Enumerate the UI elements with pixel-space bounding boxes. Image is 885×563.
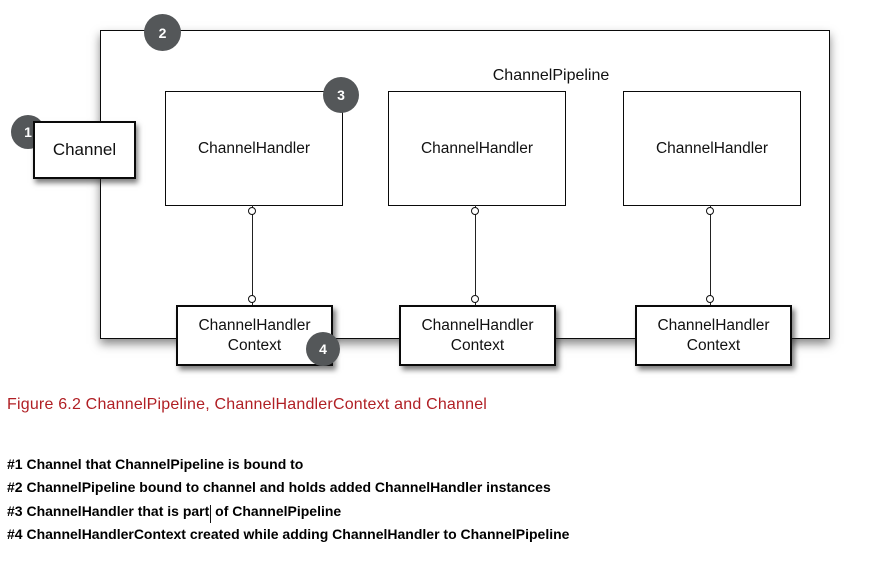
connector-endpoint-circle bbox=[706, 207, 714, 215]
note-text: of ChannelPipeline bbox=[211, 502, 342, 519]
connector-endpoint-circle bbox=[471, 207, 479, 215]
channelpipeline-label: ChannelPipeline bbox=[492, 67, 610, 84]
note-line-3: #3 ChannelHandler that is part of Channe… bbox=[7, 500, 569, 523]
context-label-line2: Context bbox=[227, 336, 282, 354]
channelhandler-label-3: ChannelHandler bbox=[655, 139, 769, 157]
context-label-line2: Context bbox=[686, 336, 741, 354]
note-text: #3 ChannelHandler that is part bbox=[7, 502, 210, 519]
note-text: #4 ChannelHandlerContext created while a… bbox=[7, 525, 570, 542]
channelhandlercontext-box-2: ChannelHandler Context bbox=[399, 305, 556, 366]
figure-notes: #1 Channel that ChannelPipeline is bound… bbox=[7, 453, 569, 546]
channelhandler-box-3: ChannelHandler bbox=[623, 91, 801, 206]
connector-endpoint-circle bbox=[248, 295, 256, 303]
badge-4: 4 bbox=[306, 332, 340, 366]
context-label-line1: ChannelHandler bbox=[198, 317, 311, 334]
figure-caption: Figure 6.2 ChannelPipeline, ChannelHandl… bbox=[7, 396, 488, 413]
note-text: #2 ChannelPipeline bound to channel and … bbox=[7, 479, 551, 496]
note-text: #1 Channel that ChannelPipeline is bound… bbox=[7, 456, 304, 472]
context-label-line1: ChannelHandler bbox=[421, 317, 534, 334]
badge-2: 2 bbox=[144, 14, 181, 51]
note-line-4: #4 ChannelHandlerContext created while a… bbox=[7, 523, 569, 546]
note-line-2: #2 ChannelPipeline bound to channel and … bbox=[7, 476, 569, 499]
connector-endpoint-circle bbox=[248, 207, 256, 215]
badge-3: 3 bbox=[323, 77, 359, 113]
connector-line-2 bbox=[471, 205, 479, 305]
text-caret bbox=[210, 504, 212, 523]
connector-line-3 bbox=[706, 205, 714, 305]
channel-box: Channel bbox=[33, 121, 136, 179]
channelhandler-box-1: ChannelHandler bbox=[165, 91, 343, 206]
channelhandler-label-1: ChannelHandler bbox=[197, 139, 311, 157]
note-line-1: #1 Channel that ChannelPipeline is bound… bbox=[7, 453, 569, 476]
context-label-line1: ChannelHandler bbox=[657, 317, 770, 334]
connector-endpoint-circle bbox=[471, 295, 479, 303]
connector-endpoint-circle bbox=[706, 295, 714, 303]
connector-line-1 bbox=[248, 205, 256, 305]
context-label-line2: Context bbox=[450, 336, 505, 354]
channelhandler-box-2: ChannelHandler bbox=[388, 91, 566, 206]
channelhandler-label-2: ChannelHandler bbox=[420, 139, 534, 157]
channel-label: Channel bbox=[52, 140, 117, 159]
channelhandlercontext-box-3: ChannelHandler Context bbox=[635, 305, 792, 366]
